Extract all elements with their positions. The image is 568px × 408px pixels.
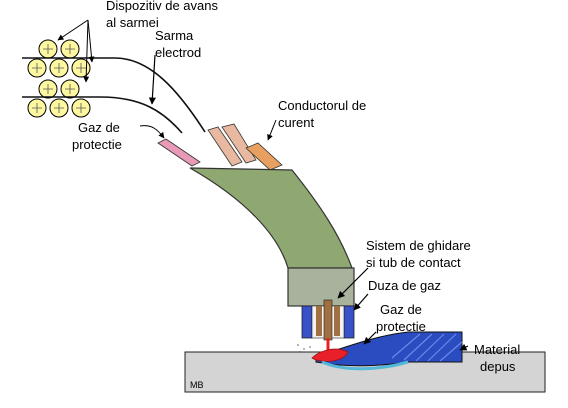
pointer-feeder-1 bbox=[57, 19, 89, 41]
feed-rollers-top bbox=[27, 39, 91, 78]
label-shield-gas-top-line1: Gaz de bbox=[78, 120, 120, 135]
label-wire-feeder-line2: al sarmei bbox=[106, 15, 159, 30]
label-guide-system-line2: si tub de contact bbox=[366, 255, 461, 270]
label-gas-nozzle: Duza de gaz bbox=[368, 278, 441, 293]
label-deposited-material-line2: depus bbox=[480, 359, 516, 374]
pointer-nozzle bbox=[353, 293, 369, 311]
pointer-shield-gas bbox=[139, 125, 165, 139]
pointer-shield-gas-bottom bbox=[363, 331, 377, 345]
label-shield-gas-bottom-line2: protectie bbox=[376, 319, 426, 334]
feed-rollers-bottom bbox=[27, 79, 91, 118]
pointer-material bbox=[459, 343, 469, 351]
electrode-wire-cable-2 bbox=[221, 123, 257, 164]
pointer-current bbox=[267, 119, 277, 141]
pointer-wire bbox=[148, 54, 156, 105]
electrode-wire-cable bbox=[207, 126, 243, 167]
current-cable bbox=[245, 142, 283, 171]
label-current-cable-line1: Conductorul de bbox=[278, 98, 366, 113]
weld-heat-zone bbox=[321, 360, 409, 371]
pointer-feeder-2 bbox=[87, 19, 95, 63]
label-wire-feeder-line1: Dispozitiv de avans bbox=[106, 0, 218, 13]
torch-neck bbox=[287, 267, 355, 307]
label-deposited-material-line1: Material bbox=[474, 342, 520, 357]
electrode-wire-upper bbox=[22, 57, 206, 133]
torch-body bbox=[189, 167, 353, 269]
label-current-cable-line2: curent bbox=[278, 115, 315, 130]
label-base-material: MB bbox=[190, 380, 204, 390]
label-shield-gas-bottom-line1: Gaz de bbox=[380, 302, 422, 317]
label-electrode-wire-line1: Sarma bbox=[155, 28, 194, 43]
label-guide-system-line1: Sistem de ghidare bbox=[366, 238, 471, 253]
weld-bead-ripples bbox=[391, 333, 463, 362]
gas-nozzle-assembly bbox=[301, 299, 355, 341]
label-electrode-wire-line2: electrod bbox=[155, 45, 201, 60]
label-shield-gas-top-line2: protectie bbox=[72, 137, 122, 152]
pointer-guide bbox=[337, 267, 369, 299]
pointer-feeder-3 bbox=[83, 19, 90, 83]
shield-gas-cable bbox=[157, 138, 201, 167]
electrode-wire-lower bbox=[22, 96, 183, 134]
